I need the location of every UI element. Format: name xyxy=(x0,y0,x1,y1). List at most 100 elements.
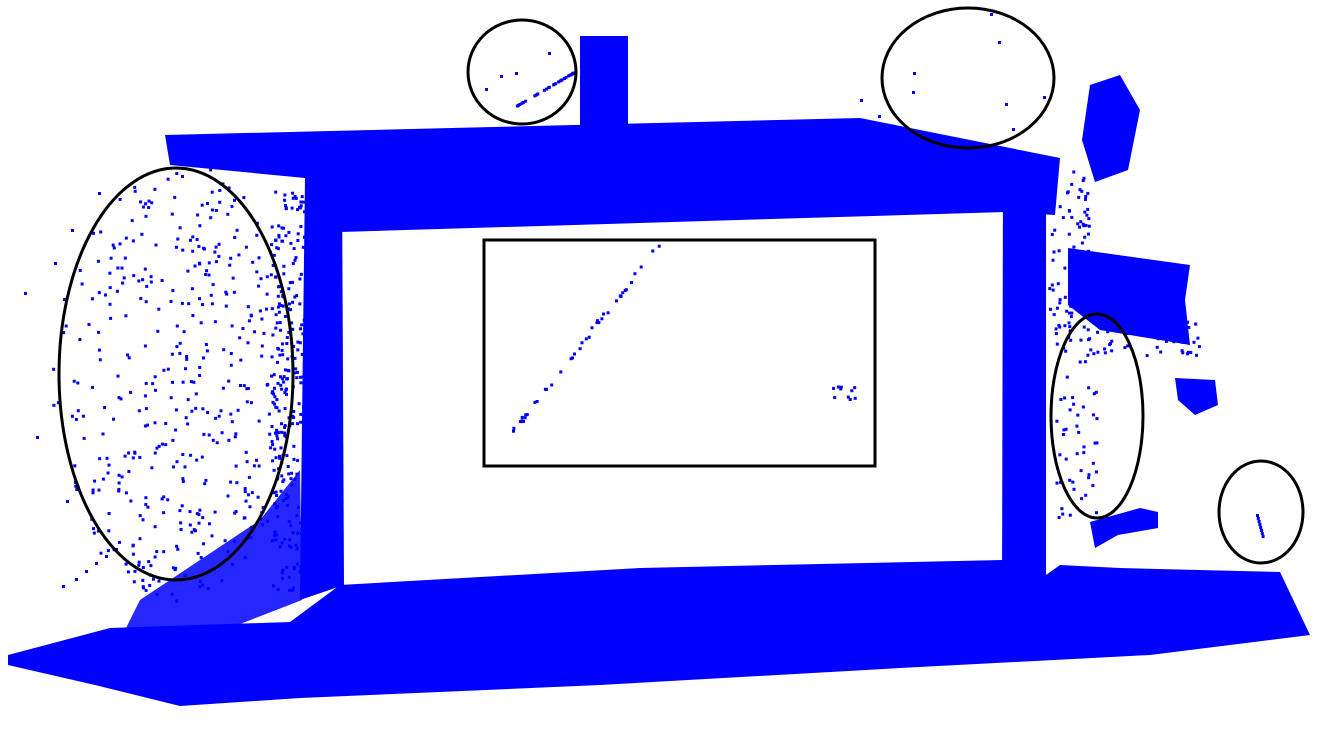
scatter-point xyxy=(186,269,190,273)
scatter-point xyxy=(651,249,655,253)
scatter-point xyxy=(1091,461,1095,465)
scatter-point xyxy=(93,479,97,483)
scatter-point xyxy=(1058,301,1062,305)
scatter-point xyxy=(1257,520,1261,523)
scatter-point xyxy=(54,262,57,265)
scatter-point xyxy=(309,227,313,231)
scatter-point xyxy=(562,77,566,81)
scatter-point xyxy=(522,419,525,423)
scatter-point xyxy=(200,203,204,207)
scatter-point xyxy=(297,505,300,509)
scatter-point xyxy=(1050,283,1054,287)
scatter-point xyxy=(1096,330,1099,334)
scatter-point xyxy=(270,539,274,543)
scatter-point xyxy=(137,563,141,567)
scatter-point xyxy=(195,458,199,462)
scatter-point xyxy=(64,324,68,328)
scatter-point xyxy=(1072,170,1076,174)
scatter-point xyxy=(270,425,274,428)
scatter-point xyxy=(220,431,224,435)
scatter-point xyxy=(1164,339,1168,343)
scatter-point xyxy=(140,232,144,236)
scatter-point xyxy=(1092,413,1095,417)
scatter-point xyxy=(242,384,246,388)
scatter-point xyxy=(144,214,148,218)
scatter-point xyxy=(150,201,154,205)
scatter-point xyxy=(249,314,253,318)
scatter-point xyxy=(186,398,190,402)
scatter-point xyxy=(303,470,307,474)
scatter-point xyxy=(281,342,284,346)
scatter-point xyxy=(293,371,297,375)
scatter-point xyxy=(153,525,157,529)
scatter-point xyxy=(279,304,283,307)
scatter-point xyxy=(1070,215,1074,219)
scatter-point xyxy=(185,357,189,361)
scatter-point xyxy=(291,280,294,284)
scatter-point xyxy=(1108,343,1112,347)
scatter-point xyxy=(306,440,310,444)
scatter-point xyxy=(1166,318,1170,322)
scatter-point xyxy=(270,440,274,443)
scatter-point xyxy=(244,499,248,503)
scatter-point xyxy=(92,231,95,235)
scatter-point xyxy=(520,415,524,419)
scatter-point xyxy=(161,442,164,446)
scatter-point xyxy=(181,248,185,252)
scatter-point xyxy=(302,235,306,239)
scatter-point xyxy=(209,293,213,297)
scatter-point xyxy=(275,246,279,250)
scatter-point xyxy=(512,429,515,433)
scatter-point xyxy=(280,377,284,381)
scatter-point xyxy=(1087,386,1091,390)
scatter-point xyxy=(848,398,852,401)
scatter-point xyxy=(229,412,233,416)
scatter-point xyxy=(279,328,282,332)
scatter-point xyxy=(1103,347,1107,351)
scatter-point xyxy=(166,177,170,181)
scatter-point xyxy=(242,516,246,520)
scatter-point xyxy=(520,101,524,105)
scatter-point xyxy=(198,297,201,301)
scatter-point xyxy=(1005,103,1008,106)
scatter-point xyxy=(284,206,288,210)
scatter-point xyxy=(621,291,625,295)
scatter-point xyxy=(300,352,304,356)
scatter-point xyxy=(277,233,281,237)
scatter-point xyxy=(600,317,604,321)
scatter-point xyxy=(245,387,249,391)
scatter-point xyxy=(242,196,246,199)
scatter-point xyxy=(1068,209,1071,213)
scatter-point xyxy=(284,315,288,318)
scatter-point xyxy=(162,550,166,554)
scatter-point xyxy=(281,480,285,484)
scatter-point xyxy=(155,550,159,554)
scatter-point xyxy=(1078,360,1082,364)
scatter-point xyxy=(243,556,247,560)
scatter-point xyxy=(292,567,296,571)
scatter-point xyxy=(278,353,282,357)
scatter-point xyxy=(1053,187,1057,191)
scatter-point xyxy=(202,542,205,546)
scatter-point xyxy=(157,444,161,448)
scatter-point xyxy=(1134,329,1137,333)
scatter-point xyxy=(115,289,119,293)
scatter-point xyxy=(298,302,302,306)
scatter-point xyxy=(294,367,298,371)
scatter-point xyxy=(568,73,572,77)
scatter-point xyxy=(1087,224,1091,228)
scatter-point xyxy=(282,272,286,276)
scatter-point xyxy=(912,91,915,94)
scatter-point xyxy=(257,419,261,423)
annotation-rectangle-center xyxy=(482,238,877,468)
scatter-point xyxy=(1055,481,1059,485)
scatter-point xyxy=(1058,325,1062,329)
scatter-point xyxy=(1061,216,1065,220)
scatter-point xyxy=(515,72,518,75)
scatter-point xyxy=(1182,334,1186,338)
scatter-point xyxy=(290,471,294,475)
scatter-point xyxy=(149,275,153,279)
scatter-point xyxy=(233,236,237,239)
scatter-point xyxy=(189,453,193,457)
scatter-point xyxy=(587,335,591,339)
